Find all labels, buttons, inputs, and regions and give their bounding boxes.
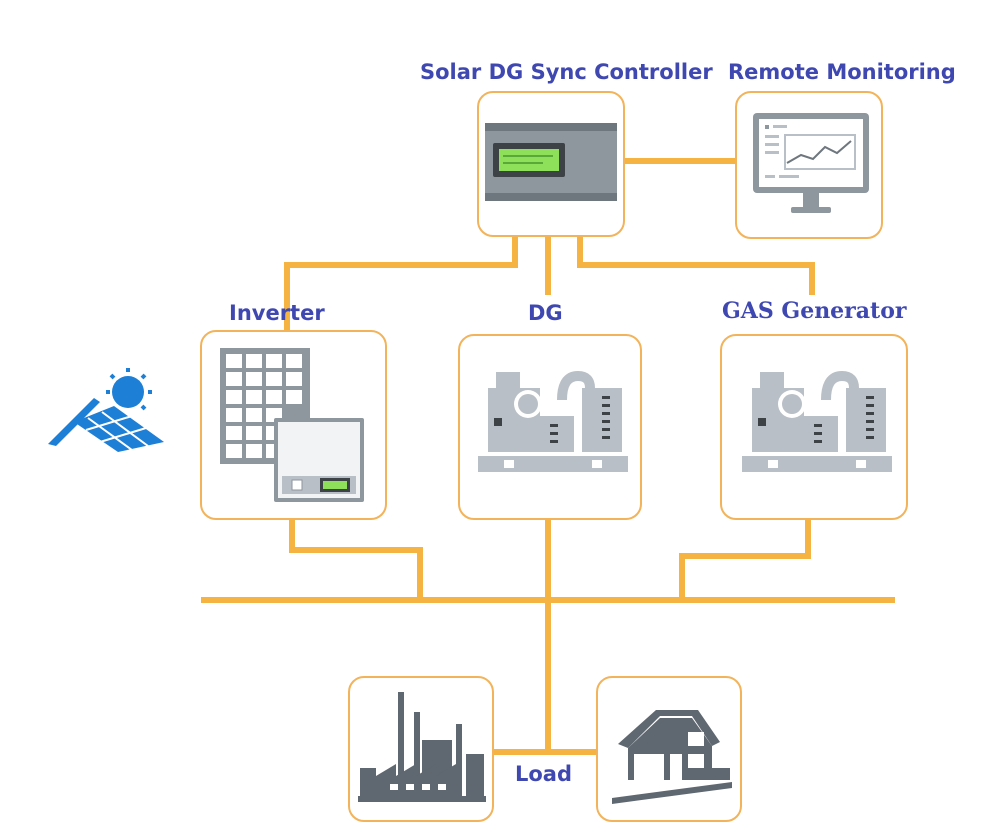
remote-monitoring-label: Remote Monitoring xyxy=(728,60,956,84)
factory-icon xyxy=(358,692,486,802)
line-controller-inverter xyxy=(284,233,518,333)
gas-generator-box[interactable] xyxy=(720,334,908,520)
controller-device-icon xyxy=(485,123,617,201)
house-icon xyxy=(612,710,732,804)
line-gas-bus xyxy=(679,517,811,601)
house-load-box[interactable] xyxy=(596,676,742,822)
solar-inverter-icon xyxy=(220,348,364,502)
dg-box[interactable] xyxy=(458,334,642,520)
line-inverter-bus xyxy=(289,517,423,601)
load-label: Load xyxy=(515,762,573,786)
inverter-label: Inverter xyxy=(229,301,325,325)
diesel-generator-icon xyxy=(478,370,628,472)
controller-box[interactable] xyxy=(477,91,625,237)
solar-roof-icon xyxy=(48,368,164,452)
dg-label: DG xyxy=(528,301,563,325)
gas-generator-label: GAS Generator xyxy=(722,298,907,324)
monitor-icon xyxy=(753,113,869,213)
factory-load-box[interactable] xyxy=(348,676,494,822)
line-controller-gas xyxy=(577,233,815,295)
gas-generator-icon xyxy=(742,370,892,472)
remote-monitoring-box[interactable] xyxy=(735,91,883,239)
inverter-box[interactable] xyxy=(200,330,387,520)
controller-label: Solar DG Sync Controller xyxy=(420,60,713,84)
